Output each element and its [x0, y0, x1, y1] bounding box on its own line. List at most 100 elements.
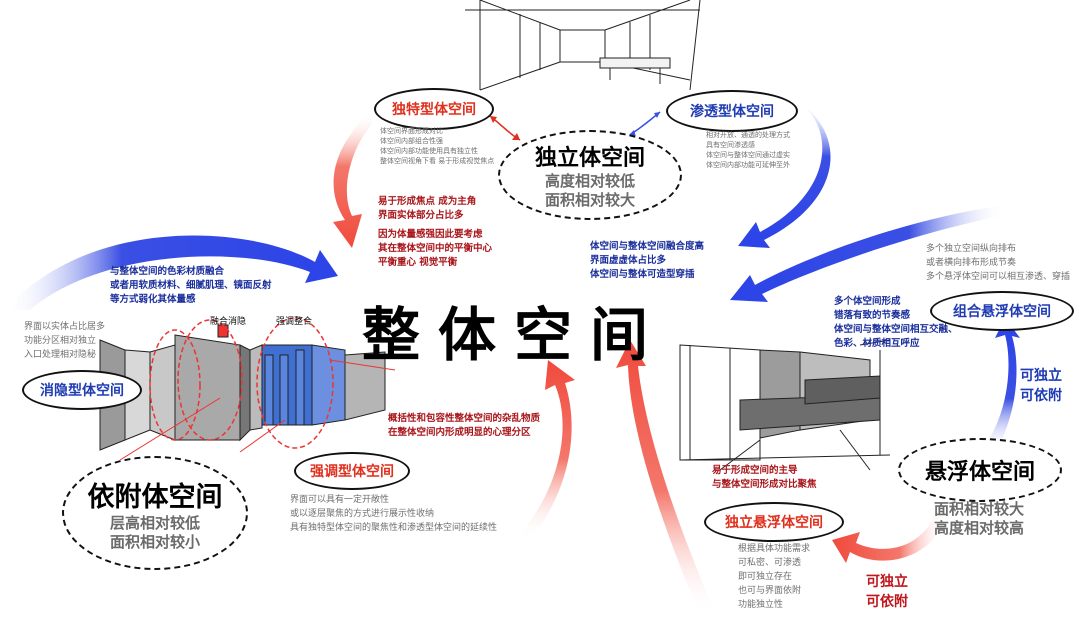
unique-ann-1: 易于形成焦点 成为主角 — [378, 196, 477, 207]
float-ann-2: 与整体空间形成对比聚焦 — [712, 479, 817, 490]
left-sketch — [99, 317, 396, 461]
node-independent: 独立体空间 高度相对较低 面积相对较大 — [498, 130, 682, 220]
combo-note-3: 多个悬浮体空间可以相互渗透、穿插 — [926, 272, 1071, 282]
hidden-note-1: 界面以实体占比居多 — [24, 322, 106, 332]
side-label-red-1: 可独立 — [866, 574, 908, 590]
emphasis-annotation: 概括性和包容性整体空间的杂乱物质 在整体空间内形成明显的心理分区 — [388, 412, 540, 440]
indep-float-notes: 根据具体功能需求 可私密、可渗透 即可独立存在 也可与界面依附 功能独立性 — [738, 542, 810, 612]
hidden-note-2: 功能分区相对独立 — [24, 336, 97, 346]
combo-ann-4: 色彩、材质相互呼应 — [834, 338, 920, 349]
permeable-note-1: 相对开放、通透的处理方式 — [706, 131, 790, 139]
floating-sub-1: 面积相对较大 — [934, 500, 1025, 518]
node-independent-sub-2: 面积相对较大 — [544, 191, 635, 209]
combo-ann-1: 多个体空间形成 — [834, 296, 901, 307]
side-label-blue-2: 可依附 — [1020, 388, 1062, 404]
node-indep-float-label: 独立悬浮体空间 — [725, 515, 823, 531]
node-independent-sub-1: 高度相对较低 — [544, 172, 635, 190]
emphasis-note-2: 或以逐层聚焦的方式进行展示性收纳 — [290, 509, 435, 519]
emphasis-note-3: 具有独特型体空间的聚焦性和渗透型体空间的延续性 — [290, 523, 498, 533]
float-ann-1: 易于形成空间的主导 — [712, 465, 798, 476]
node-floating: 悬浮体空间 — [898, 438, 1062, 502]
node-floating-label: 悬浮体空间 — [924, 460, 1035, 485]
node-hidden-label: 消隐型体空间 — [40, 383, 124, 399]
unique-note-4: 整体空间视角下看 易于形成视觉焦点 — [380, 157, 495, 165]
combo-annotation: 多个体空间形成 错落有致的节奏感 体空间与整体空间相互交融、 色彩、材质相互呼应 — [834, 295, 958, 351]
node-permeable: 渗透型体空间 — [666, 90, 798, 132]
emphasis-ann-2: 在整体空间内形成明显的心理分区 — [388, 427, 531, 438]
unique-ann2-2: 其在整体空间中的平衡中心 — [378, 243, 493, 254]
side-label-blue: 可独立 可依附 — [1020, 366, 1062, 406]
node-emphasis-label: 强调型体空间 — [310, 464, 394, 480]
node-attached-label: 依附体空间 — [87, 481, 223, 513]
unique-note-3: 体空间内部功能使用具有独立性 — [380, 147, 478, 155]
sketch-label-emphasis: 强调整合 — [276, 317, 313, 327]
indep-float-note-1: 根据具体功能需求 — [738, 544, 811, 554]
permeable-note-3: 体空间与整体空间通过虚实 — [706, 151, 790, 159]
indep-float-note-4: 也可与界面依附 — [738, 586, 802, 596]
node-hidden: 消隐型体空间 — [22, 370, 142, 410]
permeable-ann-1: 体空间与整体空间融合度高 — [590, 241, 705, 252]
permeable-annotation: 体空间与整体空间融合度高 界面虚虚体占比多 体空间与整体可造型穿插 — [590, 240, 704, 282]
node-attached-sub-2: 面积相对较小 — [109, 532, 200, 551]
combo-notes: 多个独立空间纵向排布 或者横向排布形成节奏 多个悬浮体空间可以相互渗透、穿插 — [926, 242, 1070, 284]
unique-ann2-1: 因为体量感强因此要考虑 — [378, 229, 483, 240]
node-attached: 依附体空间 层高相对较低 面积相对较小 — [62, 456, 248, 570]
unique-annotation: 易于形成焦点 成为主角 界面实体部分占比多 — [378, 195, 476, 223]
node-combo-float-label: 组合悬浮体空间 — [953, 304, 1051, 320]
top-sketch — [465, 0, 701, 91]
node-independent-label: 独立体空间 — [534, 146, 645, 171]
node-combo-float: 组合悬浮体空间 — [930, 291, 1074, 331]
arrow-red-float — [832, 515, 945, 563]
permeable-notes: 相对开放、通透的处理方式 具有空间渗透感 体空间与整体空间通过虚实 体空间内部功… — [706, 130, 790, 170]
unique-note-1: 体空间界面形成对比 — [380, 127, 443, 135]
emphasis-notes: 界面可以具有一定开敞性 或以逐层聚焦的方式进行展示性收纳 具有独特型体空间的聚焦… — [290, 493, 497, 535]
hidden-ann-1: 与整体空间的色彩材质融合 — [110, 266, 225, 277]
main-title: 整体空间 — [362, 301, 667, 369]
node-permeable-label: 渗透型体空间 — [690, 104, 774, 120]
unique-notes: 体空间界面形成对比 体空间内部组合性强 体空间内部功能使用具有独立性 整体空间视… — [380, 126, 494, 166]
permeable-ann-2: 界面虚虚体占比多 — [590, 255, 667, 266]
emphasis-ann-1: 概括性和包容性整体空间的杂乱物质 — [388, 413, 541, 424]
indep-float-note-5: 功能独立性 — [738, 600, 784, 610]
unique-ann2-3: 平衡重心 视觉平衡 — [378, 257, 458, 268]
indep-float-note-3: 即可独立存在 — [738, 572, 793, 582]
combo-note-2: 或者横向排布形成节奏 — [926, 258, 1017, 268]
floating-sub: 面积相对较大 高度相对较高 — [934, 500, 1024, 538]
node-unique-label: 独特型体空间 — [392, 102, 476, 118]
float-annotation: 易于形成空间的主导 与整体空间形成对比聚焦 — [712, 464, 817, 492]
hidden-annotation: 与整体空间的色彩材质融合 或者用软质材料、细腻肌理、镜面反射 等方式弱化其体量感 — [110, 265, 272, 307]
emphasis-note-1: 界面可以具有一定开敞性 — [290, 495, 390, 505]
arrow-red-emphasis — [520, 360, 575, 540]
arrow-red-unique — [333, 112, 372, 248]
hidden-ann-2: 或者用软质材料、细腻肌理、镜面反射 — [110, 280, 272, 291]
indep-float-note-2: 可私密、可渗透 — [738, 558, 802, 568]
combo-ann-2: 错落有致的节奏感 — [834, 310, 911, 321]
permeable-note-4: 体空间内部功能可延伸至外 — [706, 161, 790, 169]
hidden-note-3: 入口处理相对隐秘 — [24, 350, 97, 360]
side-label-red-2: 可依附 — [866, 594, 908, 610]
sketch-label-fade: 融合消隐 — [210, 317, 247, 327]
permeable-note-2: 具有空间渗透感 — [706, 141, 755, 149]
arrow-blue-permeable — [738, 96, 831, 248]
right-sketch — [679, 339, 891, 471]
permeable-ann-3: 体空间与整体可造型穿插 — [590, 269, 695, 280]
node-indep-float: 独立悬浮体空间 — [704, 502, 844, 542]
arrow-red-indep-float — [616, 340, 715, 615]
arrow-blue-float — [985, 318, 1020, 452]
node-unique: 独特型体空间 — [374, 88, 494, 130]
arrow-blue-hidden — [5, 235, 338, 310]
combo-ann-3: 体空间与整体空间相互交融、 — [834, 324, 958, 335]
hidden-notes: 界面以实体占比居多 功能分区相对独立 入口处理相对隐秘 — [24, 320, 105, 362]
side-label-blue-1: 可独立 — [1020, 368, 1062, 384]
combo-note-1: 多个独立空间纵向排布 — [926, 244, 1017, 254]
side-label-red: 可独立 可依附 — [866, 572, 908, 612]
floating-sub-2: 高度相对较高 — [934, 519, 1025, 537]
unique-note-2: 体空间内部组合性强 — [380, 137, 443, 145]
arrow-blue-combo — [730, 205, 1005, 302]
unique-annotation-2: 因为体量感强因此要考虑 其在整体空间中的平衡中心 平衡重心 视觉平衡 — [378, 228, 492, 270]
node-emphasis: 强调型体空间 — [294, 452, 410, 490]
hidden-ann-3: 等方式弱化其体量感 — [110, 294, 196, 305]
unique-ann-2: 界面实体部分占比多 — [378, 210, 464, 221]
